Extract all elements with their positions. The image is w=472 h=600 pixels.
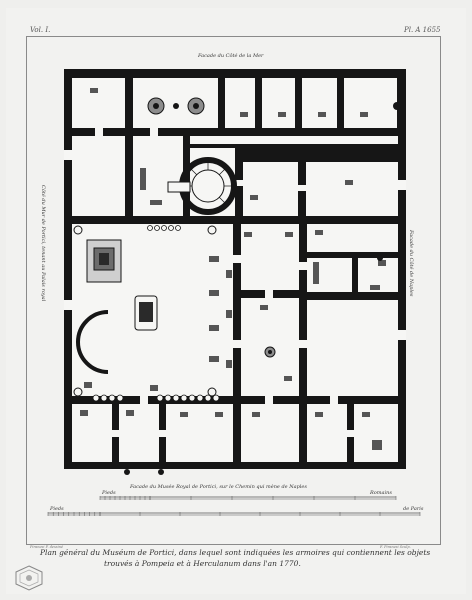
room-bottom-6 [354,404,398,462]
facade-label-bottom: Facade du Musée Royal de Portici, sur le… [130,484,307,490]
room-bottom-1 [72,404,112,462]
rooms [72,78,398,462]
room-bottom-4 [241,404,299,462]
plate-caption: Plan général du Muséum de Portici, dans … [40,547,440,569]
facade-label-right: Facade du Côté de Naples [408,230,414,297]
scale-ticks [47,496,421,516]
facade-label-left: Côté du Mur de Portici, tenant au Palais… [40,185,46,302]
scale-bars [48,496,420,516]
urn-rows [92,225,220,402]
facade-label-top: Facade du Côté de la Mer [198,53,264,59]
room-top-2 [133,78,218,128]
entrance-bollards [124,469,164,475]
room-right-6 [307,300,398,396]
courtyard-exedra [76,310,109,374]
room-top-6 [344,78,397,128]
corridor-upper [190,136,398,144]
caption-line-2: trouvés à Pompeia et à Herculanum dans l… [104,559,301,568]
room-top-3 [225,78,255,128]
courtyard-fountain [86,239,122,283]
room-left-2 [72,136,125,216]
room-top-1 [72,78,125,128]
courtyard-columns [73,225,217,397]
courtyard-pedestal [134,295,158,331]
room-bottom-5 [307,404,347,462]
caption-line-1: Plan général du Muséum de Portici, dans … [40,548,431,557]
scale-label-lower-left: Pieds [50,506,64,512]
room-mid-2 [243,162,298,216]
room-right-3 [307,224,398,252]
credit-left: Piranesi F. dessiné [30,545,64,549]
stair-block [167,181,191,193]
scale-label-lower-right: de Paris [403,506,424,512]
volume-label: Vol. I. [30,26,51,34]
engraver-seal-icon [15,565,43,591]
plate-frame [26,36,441,545]
credit-right: F. Piranesi Sculp. [380,545,411,549]
room-top-4 [262,78,295,128]
room-right-2 [306,162,398,216]
scale-label-upper-right: Romains [370,490,392,496]
room-bottom-2 [119,404,159,462]
scale-label-upper-left: Pieds [102,490,116,496]
door-openings [64,128,406,437]
plate-number: Pl. A 1655 [404,26,441,34]
display-cabinets [80,88,386,450]
round-pieces [147,97,401,358]
room-top-5 [302,78,337,128]
